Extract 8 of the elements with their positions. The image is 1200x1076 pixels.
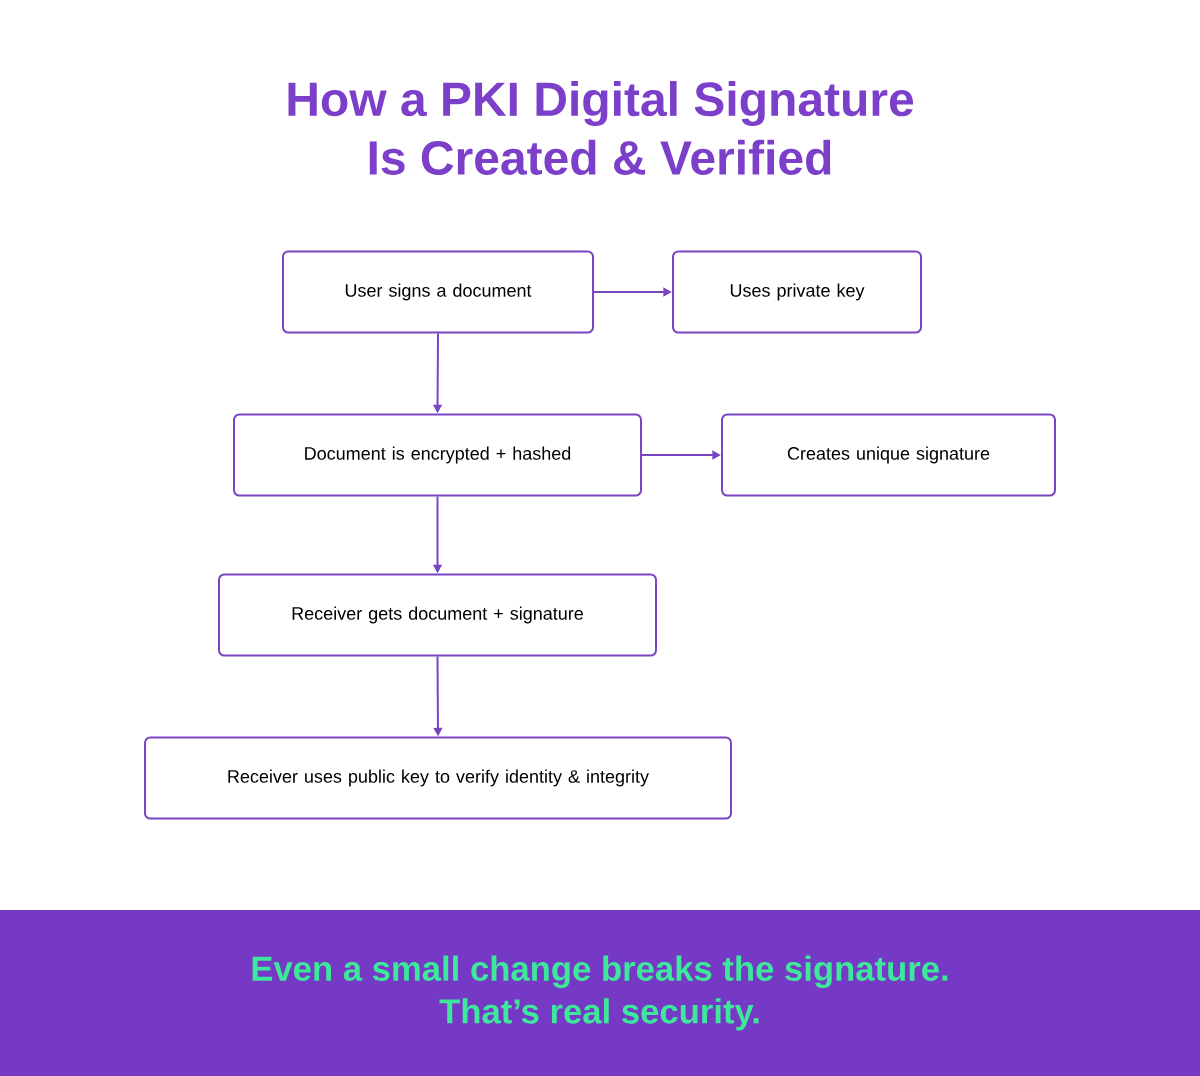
footer-banner: Even a small change breaks the signature. That’s real security. — [0, 910, 1200, 1076]
process-box: User signs a document — [282, 250, 594, 334]
title: How a PKI Digital Signature Is Created & Verified — [288, 81, 914, 175]
process-box: Receiver uses public key to verify identity & integrity — [144, 736, 732, 820]
process-box: Creates unique signature — [721, 413, 1056, 497]
process-box: Uses private key — [672, 250, 922, 334]
process-box: Document is encrypted + hashed — [233, 413, 642, 497]
process-box: Receiver gets document + signature — [218, 573, 657, 657]
